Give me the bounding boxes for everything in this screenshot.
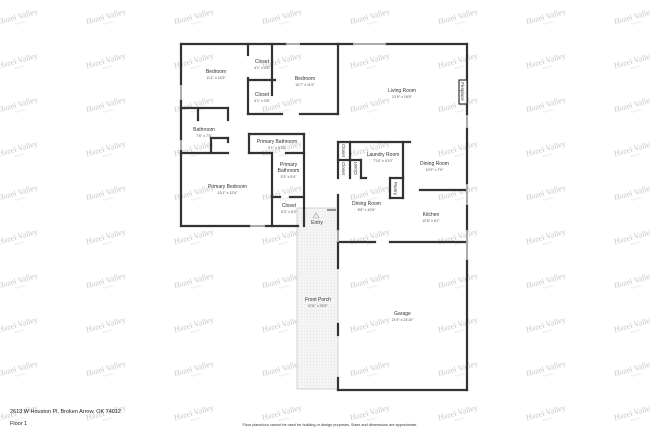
room-entry: Entry bbox=[303, 220, 331, 226]
room-dim: 7'6" x 7'5" bbox=[196, 134, 212, 138]
room-dim: 6'11" x 30'9" bbox=[308, 304, 328, 308]
room-dim: 8'8" x 10'6" bbox=[357, 208, 376, 212]
room-dim: 9'1" x 3'10" bbox=[268, 146, 286, 150]
room-name: Primary Bedroom bbox=[208, 184, 247, 190]
room-dim: 5'3" x 6'3" bbox=[281, 210, 297, 214]
room-name: Garage bbox=[394, 311, 411, 317]
room-name: Primary Bathroom bbox=[277, 162, 300, 174]
room-name: Living Room bbox=[388, 88, 416, 94]
closet-c-label: Closet bbox=[352, 162, 358, 175]
room-name: Front Porch bbox=[304, 297, 332, 303]
room-name: Bathroom bbox=[193, 127, 215, 133]
fireplace-label: Fireplace bbox=[459, 82, 465, 101]
room-name: Entry bbox=[311, 220, 323, 226]
room-dim: 15'1" x 12'6" bbox=[217, 191, 238, 195]
floor-label: Floor 1 bbox=[10, 421, 28, 427]
room-name: Laundry Room bbox=[366, 152, 400, 158]
room-name: Bedroom bbox=[294, 76, 316, 82]
room-name: Bedroom bbox=[205, 69, 227, 75]
room-dim: 5'3" x 5'4" bbox=[280, 175, 297, 179]
room-dim: 7'10" x 5'10" bbox=[373, 159, 393, 163]
room-dim: 10'9" x 7'9" bbox=[425, 168, 444, 172]
entry-arrow-icon bbox=[312, 212, 320, 219]
room-dim: 11'1" x 10'3" bbox=[206, 76, 226, 80]
disclaimer-text: Floor plans/tour cannot be used for buil… bbox=[242, 423, 418, 427]
room-dim: 10'7" x 11'9" bbox=[295, 83, 315, 87]
room-name: Dining Room bbox=[420, 161, 449, 167]
room-name: Primary Bathroom bbox=[256, 139, 298, 145]
room-name: Kitchen bbox=[422, 212, 440, 218]
room-dim: 4'1" x 3'8" bbox=[254, 99, 270, 103]
closet-b-label: Closet bbox=[340, 162, 346, 175]
room-dim: 4'1" x 3'8" bbox=[254, 66, 270, 70]
room-dim: 21'9" x 24'10" bbox=[391, 318, 414, 322]
room-name: Closet bbox=[254, 92, 270, 98]
room-dim: 12'6" x 8'1" bbox=[422, 219, 440, 223]
pantry-label: Pantry bbox=[393, 181, 399, 196]
room-name: Closet bbox=[254, 59, 270, 65]
room-name: Dining Room bbox=[352, 201, 381, 207]
address-label: 2613 W Houston Pl, Broken Arrow, OK 7401… bbox=[10, 409, 121, 415]
room-dim: 21'9" x 16'8" bbox=[392, 95, 412, 99]
room-name: Closet bbox=[281, 203, 297, 209]
closet-a-label: Closet bbox=[340, 144, 346, 157]
